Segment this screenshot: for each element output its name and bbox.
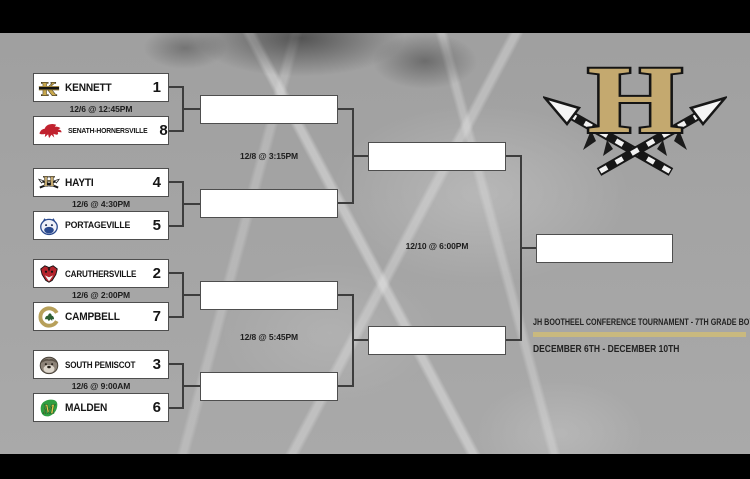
bracket-connector-line [354, 155, 368, 157]
bottom-letterbox-bar [0, 454, 750, 479]
game4-time-label: 12/6 @ 9:00AM [71, 381, 131, 391]
bracket-connector-line [184, 294, 200, 296]
team-name: CAMPBELL [65, 310, 120, 323]
kennett-k-indians-logo-icon: K [38, 77, 60, 99]
team-name: KENNETT [65, 81, 112, 94]
bracket-connector-line [184, 108, 200, 110]
team-seed: 8 [159, 122, 168, 139]
final-bottom-slot-box [368, 326, 506, 355]
semifinal1-time-label: 12/8 @ 3:15PM [239, 151, 299, 161]
semifinal2-top-slot-box [200, 281, 338, 310]
bracket-connector-line [338, 385, 352, 387]
svg-text:H: H [43, 174, 55, 190]
bracket-connector-line [522, 247, 536, 249]
semifinal1-bottom-slot-box [200, 189, 338, 218]
hayti-h-crossed-spears-logo: H [541, 44, 729, 180]
svg-text:M: M [42, 401, 56, 416]
team-seed: 7 [152, 308, 161, 325]
game3-time-label: 12/6 @ 2:00PM [71, 290, 131, 300]
bracket-connector-line [182, 86, 184, 132]
bracket-connector-line [354, 339, 368, 341]
bracket-connector-line [184, 385, 200, 387]
bracket-connector-line [182, 181, 184, 227]
team-box-caruthersville: CARUTHERSVILLE 2 [33, 259, 169, 288]
team-seed: 1 [152, 79, 161, 96]
team-box-portageville: PORTAGEVILLE 5 [33, 211, 169, 240]
team-box-senath-hornersville: SENATH-HORNERSVILLE 8 [33, 116, 169, 145]
champion-slot-box [536, 234, 673, 263]
bracket-connector-line [520, 155, 522, 341]
team-name: HAYTI [65, 176, 94, 189]
bracket-connector-line [169, 225, 183, 227]
bracket-connector-line [338, 108, 352, 110]
bracket-connector-line [169, 316, 183, 318]
bracket-connector-line [169, 407, 183, 409]
team-seed: 3 [152, 356, 161, 373]
team-name: PORTAGEVILLE [65, 220, 131, 231]
bracket-connector-line [352, 294, 354, 387]
final-top-slot-box [368, 142, 506, 171]
bracket-connector-line [506, 155, 520, 157]
bracket-connector-line [169, 272, 183, 274]
bracket-connector-line [184, 203, 200, 205]
svg-text:H: H [587, 58, 683, 153]
game2-time-label: 12/6 @ 4:30PM [71, 199, 131, 209]
bracket-connector-line [169, 130, 183, 132]
bracket-connector-line [352, 108, 354, 204]
bracket-connector-line [169, 86, 183, 88]
bracket-connector-line [338, 294, 352, 296]
bracket-connector-line [182, 272, 184, 318]
bracket-connector-line [182, 363, 184, 409]
tournament-dates: DECEMBER 6TH - DECEMBER 10TH [533, 344, 680, 355]
gold-c-camel-logo-icon [38, 305, 60, 328]
semifinal1-top-slot-box [200, 95, 338, 124]
hayti-h-spears-logo-icon: H [38, 172, 60, 194]
bracket-connector-line [169, 181, 183, 183]
team-name: MALDEN [65, 401, 108, 414]
bracket-connector-line [169, 363, 183, 365]
bracket-connector-line [338, 202, 352, 204]
championship-time-label: 12/10 @ 6:00PM [405, 241, 469, 251]
semifinal2-time-label: 12/8 @ 5:45PM [239, 332, 299, 342]
team-name: SENATH-HORNERSVILLE [68, 126, 148, 135]
top-letterbox-bar [0, 0, 750, 33]
bracket-connector-line [506, 339, 520, 341]
blue-bulldog-logo-icon [38, 215, 60, 237]
red-lion-logo-icon [38, 121, 63, 140]
team-seed: 4 [152, 174, 161, 191]
team-box-kennett: K KENNETT 1 [33, 73, 169, 102]
team-box-campbell: CAMPBELL 7 [33, 302, 169, 331]
semifinal2-bottom-slot-box [200, 372, 338, 401]
tournament-title: JH BOOTHEEL CONFERENCE TOURNAMENT - 7TH … [533, 317, 750, 327]
green-m-logo-icon: M [38, 397, 60, 419]
team-seed: 6 [152, 399, 161, 416]
team-box-malden: M MALDEN 6 [33, 393, 169, 422]
team-box-south-pemiscot: SOUTH PEMISCOT 3 [33, 350, 169, 379]
red-tiger-logo-icon [38, 263, 60, 285]
team-name: CARUTHERSVILLE [65, 268, 137, 279]
team-name: SOUTH PEMISCOT [65, 359, 136, 370]
gray-bulldog-logo-icon [38, 354, 60, 376]
team-seed: 5 [152, 217, 161, 234]
gold-divider-bar [533, 332, 746, 337]
team-seed: 2 [152, 265, 161, 282]
team-box-hayti: H HAYTI 4 [33, 168, 169, 197]
game1-time-label: 12/6 @ 12:45PM [69, 104, 133, 114]
